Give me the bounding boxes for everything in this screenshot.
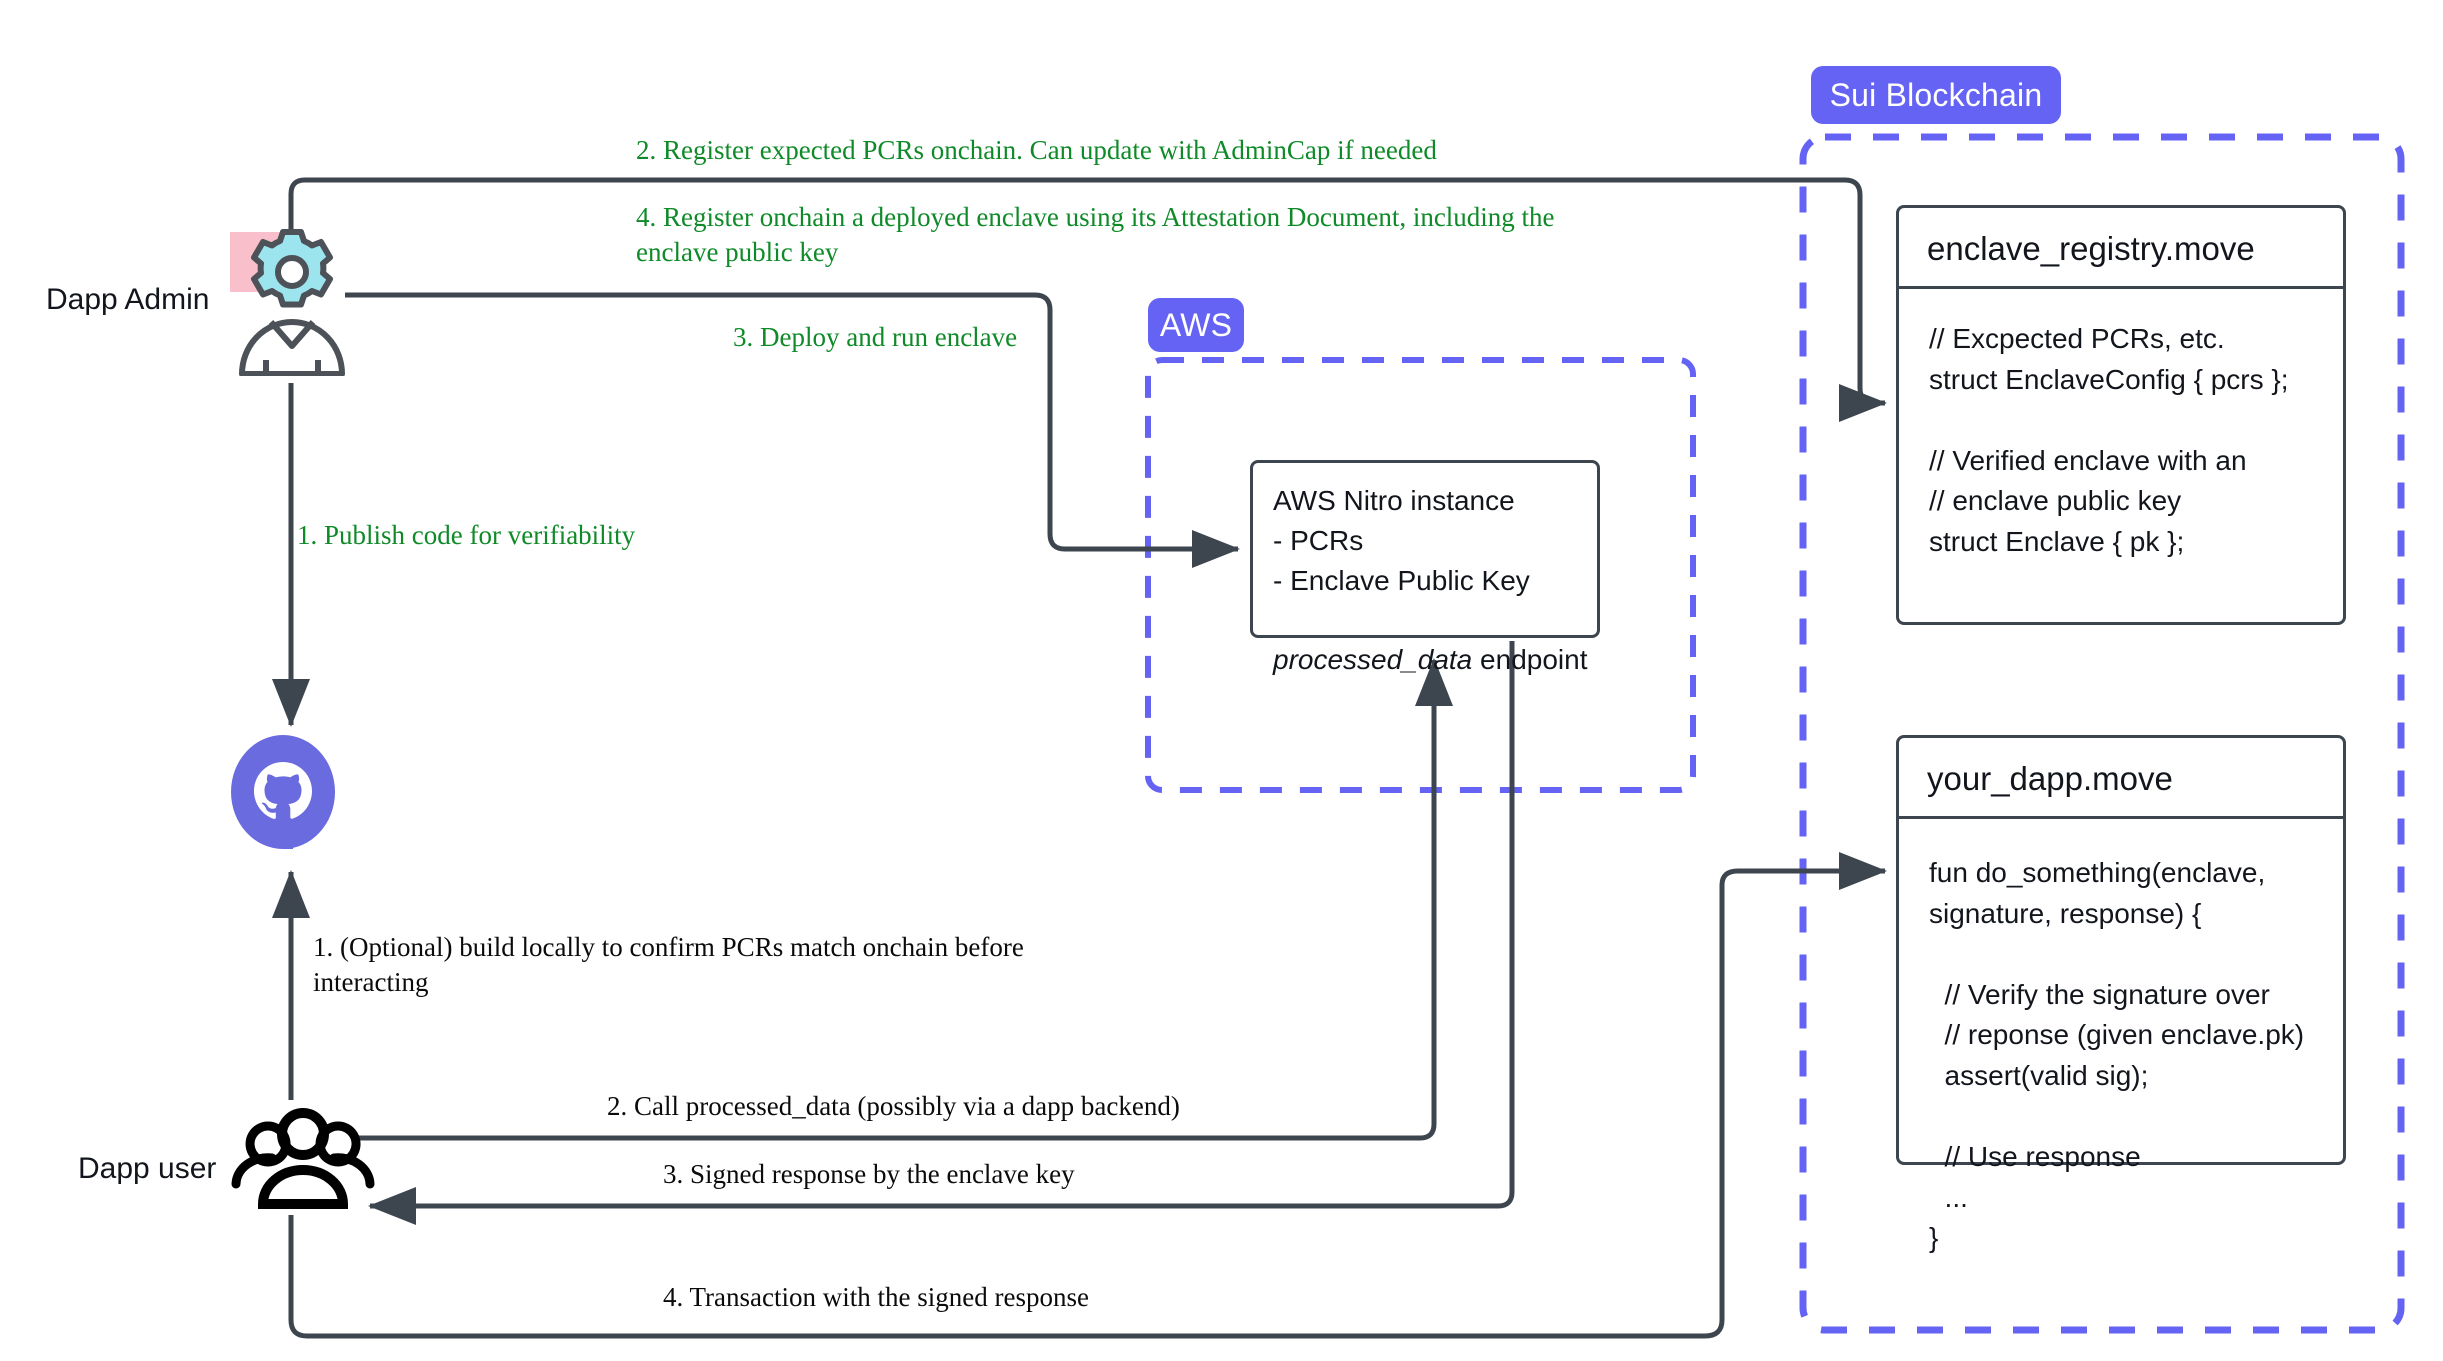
your-dapp-move-box: your_dapp.move fun do_something(enclave,… <box>1896 735 2346 1253</box>
annotation-publish-code: 1. Publish code for verifiability <box>297 520 636 550</box>
nitro-title: AWS Nitro instance <box>1273 485 1515 516</box>
wire-signed-response <box>367 641 1515 1225</box>
nitro-endpoint-suffix: endpoint <box>1472 644 1588 675</box>
wire-transaction <box>288 852 1888 1339</box>
annotation-deploy-enclave: 3. Deploy and run enclave <box>733 322 1018 352</box>
annotation-optional-build: 1. (Optional) build locally to confirm P… <box>313 932 1024 997</box>
annotation-register-enclave: 4. Register onchain a deployed enclave u… <box>636 202 1555 267</box>
github-icon <box>231 735 335 849</box>
sui-blockchain-group-label: Sui Blockchain <box>1811 66 2061 124</box>
dapp-admin-label: Dapp Admin <box>46 283 210 316</box>
your-dapp-code: fun do_something(enclave, signature, res… <box>1929 857 2305 1254</box>
aws-nitro-instance-box: AWS Nitro instance - PCRs - Enclave Publ… <box>1250 460 1600 675</box>
enclave-registry-code: // Excpected PCRs, etc. struct EnclaveCo… <box>1929 323 2289 557</box>
wire-deploy-enclave <box>345 292 1241 569</box>
wire-call-processed-data <box>355 657 1454 1141</box>
sui-group-boundary <box>1799 133 2405 1334</box>
dapp-user-label: Dapp user <box>78 1152 217 1185</box>
user-gear-icon <box>230 229 345 376</box>
annotation-signed-response: 3. Signed response by the enclave key <box>663 1159 1075 1189</box>
annotation-register-pcrs: 2. Register expected PCRs onchain. Can u… <box>636 135 1437 165</box>
aws-group-boundary <box>1145 357 1696 793</box>
enclave-registry-filename: enclave_registry.move <box>1899 208 2343 289</box>
aws-group-label: AWS <box>1148 298 1244 352</box>
users-group-icon <box>231 1108 375 1209</box>
wire-register-pcrs <box>288 177 1888 423</box>
nitro-bullet-enclave-pk: - Enclave Public Key <box>1273 564 1530 596</box>
annotation-transaction: 4. Transaction with the signed response <box>663 1282 1089 1312</box>
your-dapp-filename: your_dapp.move <box>1899 738 2343 819</box>
nitro-endpoint-name: processed_data <box>1273 644 1473 675</box>
enclave-registry-move-box: enclave_registry.move // Excpected PCRs,… <box>1896 205 2346 625</box>
annotation-call-processed-data: 2. Call processed_data (possibly via a d… <box>607 1091 1180 1121</box>
nitro-bullet-pcrs: - PCRs <box>1273 524 1364 556</box>
